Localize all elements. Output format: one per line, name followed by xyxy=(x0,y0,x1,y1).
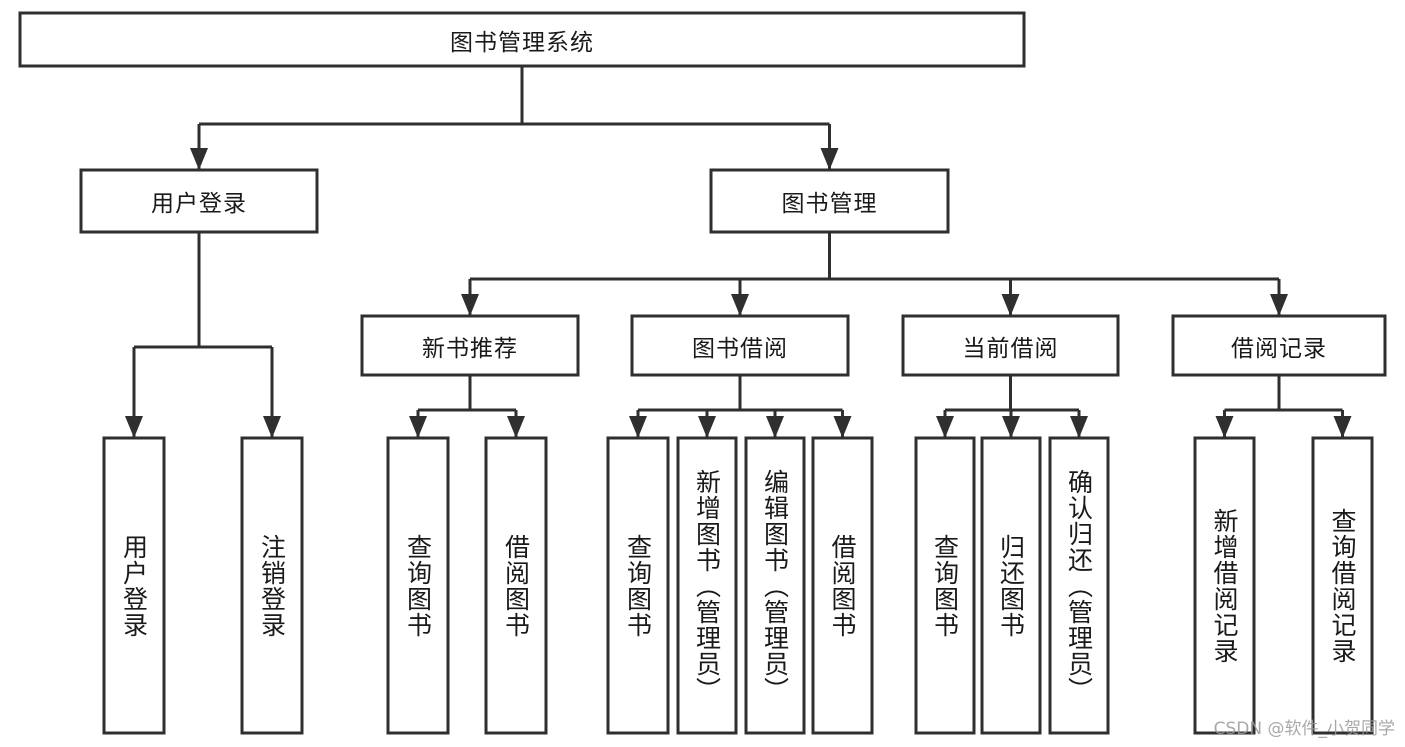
node-box-book-mgmt xyxy=(709,168,950,234)
edge-arrow-root-0 xyxy=(190,148,208,170)
edge-arrow-root-1 xyxy=(820,148,839,170)
edge-arrow-borrow-record-0 xyxy=(1215,416,1234,438)
edge-arrow-book-borrow-1 xyxy=(698,416,716,438)
edge-arrow-current-borrow-2 xyxy=(1070,416,1088,438)
node-box-book-borrow xyxy=(630,314,850,377)
node-box-current-borrow xyxy=(901,314,1120,377)
node-box-leaf-edit-book xyxy=(744,436,806,735)
edge-arrow-current-borrow-0 xyxy=(936,416,954,438)
edge-arrow-book-mgmt-2 xyxy=(1001,294,1020,316)
node-box-leaf-query-book-3 xyxy=(914,436,976,735)
edge-arrow-current-borrow-1 xyxy=(1002,416,1020,438)
edge-arrow-book-mgmt-1 xyxy=(731,294,749,316)
node-box-leaf-logout xyxy=(240,436,304,735)
edge-arrow-book-borrow-0 xyxy=(629,416,647,438)
edge-arrow-new-book-rec-1 xyxy=(507,416,525,438)
edge-arrow-user-login-0 xyxy=(125,416,143,438)
edge-arrow-book-mgmt-3 xyxy=(1270,294,1288,316)
node-box-leaf-query-book-2 xyxy=(606,436,670,735)
edge-arrow-new-book-rec-0 xyxy=(409,416,427,438)
node-box-leaf-user-login xyxy=(102,436,166,735)
edge-arrow-user-login-1 xyxy=(263,416,281,438)
node-box-leaf-add-book xyxy=(676,436,738,735)
node-box-leaf-return-book xyxy=(980,436,1042,735)
nodes-layer xyxy=(18,11,1387,735)
node-box-leaf-borrow-book-2 xyxy=(811,436,874,735)
node-box-leaf-query-book-1 xyxy=(386,436,450,735)
node-box-leaf-add-record xyxy=(1193,436,1256,735)
edge-arrow-book-borrow-2 xyxy=(766,416,784,438)
edges-layer xyxy=(125,66,1352,438)
node-box-user-login xyxy=(79,168,319,234)
node-box-leaf-confirm-return xyxy=(1048,436,1110,735)
node-box-leaf-borrow-book-1 xyxy=(484,436,548,735)
node-box-borrow-record xyxy=(1171,314,1387,377)
node-box-new-book-rec xyxy=(360,314,580,377)
node-box-leaf-query-record xyxy=(1311,436,1374,735)
edge-arrow-book-borrow-3 xyxy=(833,416,852,438)
node-box-root xyxy=(18,11,1026,68)
edge-arrow-borrow-record-1 xyxy=(1333,416,1352,438)
edge-arrow-book-mgmt-0 xyxy=(461,294,479,316)
